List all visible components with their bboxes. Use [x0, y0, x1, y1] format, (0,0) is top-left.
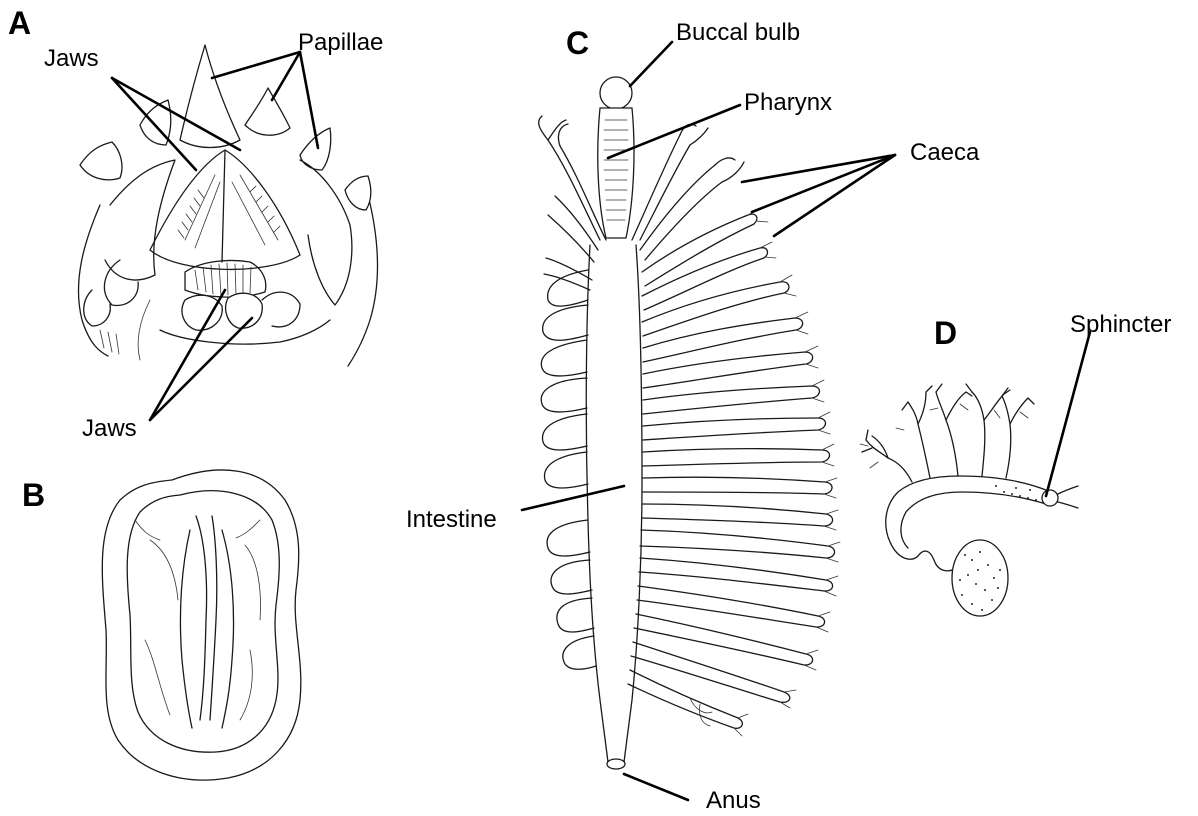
label-intestine: Intestine	[406, 506, 497, 533]
panel-c-drawing	[539, 77, 840, 769]
panel-d-drawing	[860, 384, 1078, 616]
anus-shape	[607, 759, 625, 769]
buccal-bulb-shape	[600, 77, 632, 109]
panel-b-drawing	[102, 470, 301, 780]
pharynx-shape	[598, 108, 634, 238]
sphincter-shape	[1042, 490, 1058, 506]
right-caeca	[628, 124, 840, 736]
label-caeca: Caeca	[910, 139, 980, 166]
lower-jaw-right	[226, 293, 263, 328]
papilla-right-3	[345, 176, 371, 210]
mouth-outline	[102, 470, 301, 780]
papilla-right-1	[245, 88, 290, 135]
label-jaws-bottom: Jaws	[82, 415, 137, 442]
panel-label-b: B	[22, 477, 45, 513]
label-sphincter: Sphincter	[1070, 311, 1171, 338]
label-anus: Anus	[706, 787, 761, 814]
label-papillae: Papillae	[298, 29, 383, 56]
label-pharynx: Pharynx	[744, 89, 832, 116]
lower-jaw-left	[182, 295, 222, 330]
label-buccal-bulb: Buccal bulb	[676, 19, 800, 46]
label-jaws-top: Jaws	[44, 45, 99, 72]
panel-a-drawing	[78, 45, 377, 366]
papilla-left-2	[80, 142, 122, 180]
panel-label-d: D	[934, 315, 957, 351]
panel-label-c: C	[566, 25, 589, 61]
panel-label-a: A	[8, 5, 31, 41]
